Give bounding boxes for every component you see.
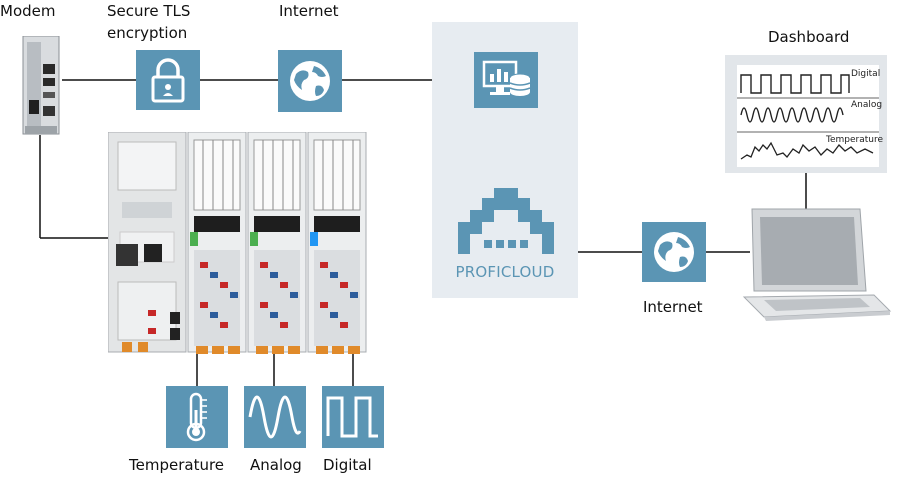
encryption-label: encryption bbox=[107, 24, 188, 42]
plc-controller bbox=[108, 132, 367, 354]
digital-label: Digital bbox=[323, 456, 372, 474]
analog-tile bbox=[244, 386, 306, 448]
internet-right-label: Internet bbox=[643, 298, 703, 316]
analog-label: Analog bbox=[250, 456, 302, 474]
proficloud-icon bbox=[458, 188, 554, 254]
digital-trace bbox=[740, 74, 850, 94]
temperature-trace-label: Temperature bbox=[826, 135, 884, 145]
sine-wave-icon bbox=[248, 395, 302, 439]
thermometer-icon bbox=[186, 392, 207, 442]
internet-right-tile bbox=[642, 222, 706, 282]
digital-trace-label: Digital bbox=[851, 69, 881, 79]
secure-tls-label: Secure TLS bbox=[107, 2, 191, 20]
server-screen-icon bbox=[482, 60, 531, 96]
internet-top-label: Internet bbox=[279, 2, 339, 20]
temperature-label: Temperature bbox=[129, 456, 225, 474]
dashboard-label: Dashboard bbox=[768, 28, 850, 46]
analog-trace bbox=[740, 107, 844, 123]
temperature-tile bbox=[166, 386, 228, 448]
proficloud-label: PROFICLOUD bbox=[455, 263, 555, 281]
dashboard-traces bbox=[737, 74, 879, 160]
digital-tile bbox=[322, 386, 384, 448]
globe-icon bbox=[654, 232, 694, 272]
square-wave-icon bbox=[326, 396, 378, 438]
laptop-icon bbox=[742, 208, 892, 321]
analog-trace-label: Analog bbox=[851, 100, 883, 110]
lock-icon bbox=[151, 58, 185, 103]
modem-label: Modem bbox=[0, 2, 56, 20]
server-tile bbox=[474, 52, 538, 108]
tls-encryption-tile bbox=[136, 50, 200, 110]
modem-icon bbox=[22, 36, 60, 135]
internet-top-tile bbox=[278, 50, 342, 112]
globe-icon bbox=[290, 61, 330, 101]
temperature-trace bbox=[740, 141, 874, 160]
